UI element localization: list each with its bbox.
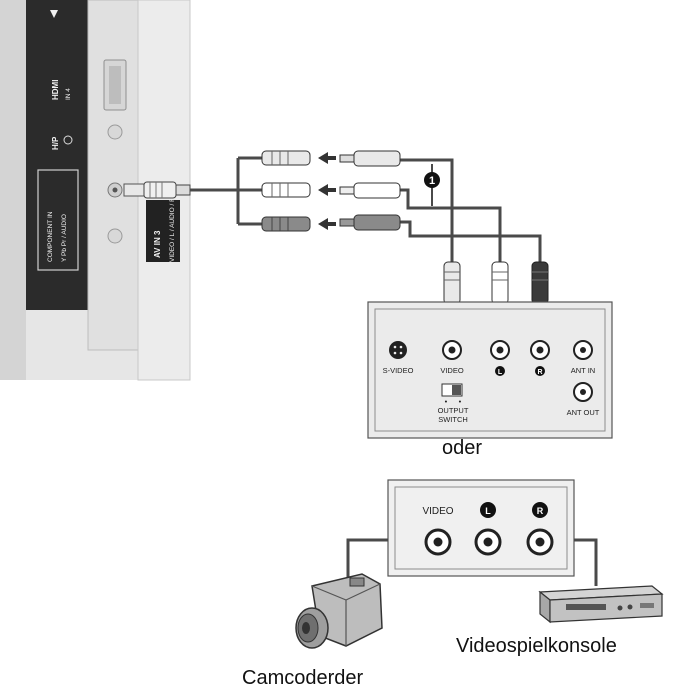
cables [190, 156, 542, 262]
headphone-icon [63, 135, 73, 145]
plug-video-right [339, 150, 401, 167]
switch-label-2: SWITCH [438, 415, 468, 424]
device-left-badge: L [485, 506, 491, 516]
arrow-left-icon [318, 218, 328, 230]
cable-connectors-left [261, 150, 311, 232]
vcr-left-badge: L [498, 369, 503, 376]
svideo-label: S-VIDEO [383, 366, 414, 375]
tv-label-strip [26, 0, 88, 310]
callout-badge: 1 [424, 172, 440, 188]
vcr-right-badge: R [537, 369, 542, 376]
callout-number: 1 [429, 175, 435, 187]
ant-out-label: ANT OUT [567, 408, 600, 417]
arrow-down-icon [50, 10, 58, 18]
arrow-left-icon [318, 184, 328, 196]
hdmi-sub-label: IN 4 [65, 88, 72, 100]
av-in-label: AV IN 3 [153, 230, 162, 258]
aux-jack [107, 228, 123, 244]
arrow-left-icon [318, 152, 328, 164]
device-av-panel: VIDEO L R [387, 479, 575, 577]
game-console-icon [538, 585, 664, 624]
plug-audio-l-left [261, 182, 311, 198]
plug-audio-l-right [339, 182, 401, 199]
ant-in-label: ANT IN [571, 366, 595, 375]
vcr-video-label: VIDEO [440, 366, 464, 375]
headphone-jack [107, 124, 123, 140]
switch-label-1: OUTPUT [438, 406, 469, 415]
av-in-sub-label: VIDEO / L / AUDIO / R [169, 197, 176, 262]
plug-audio-r-right [339, 214, 401, 231]
plug-audio-r-left [261, 216, 311, 232]
camcorder-label: Camcoderder [242, 667, 364, 689]
svg-text:•: • [459, 397, 462, 406]
svideo-jack [389, 341, 407, 359]
device-video-label: VIDEO [422, 506, 453, 517]
or-label: oder [442, 437, 482, 459]
plug-video-left [261, 150, 311, 166]
svg-text:•: • [445, 397, 448, 406]
device-cables [346, 538, 598, 586]
vcr-back-panel: S-VIDEO VIDEO L R ANT IN ANT OUT • • OUT… [367, 301, 613, 439]
component-box [37, 169, 79, 271]
console-label: Videospielkonsole [456, 635, 617, 657]
hdmi-label: HDMI [51, 80, 60, 100]
component-label: COMPONENT IN [47, 211, 54, 262]
component-sub-label: Y Pb Pr / AUDIO [61, 214, 68, 262]
device-right-badge: R [537, 506, 544, 516]
headphone-label: H/P [51, 136, 60, 150]
av-in-label-block [146, 200, 180, 262]
tv-av-plug [123, 181, 191, 199]
camcorder-icon [295, 573, 383, 649]
connection-arrows [318, 152, 336, 230]
cable-connectors-right [339, 150, 401, 231]
